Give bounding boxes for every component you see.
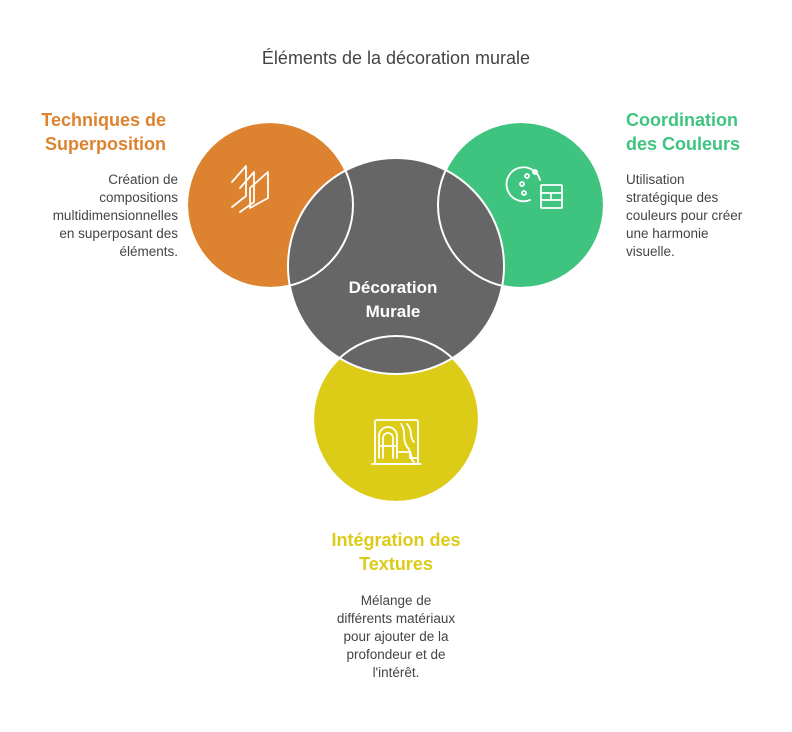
couleurs-overlap-outline	[437, 121, 605, 289]
superposition-overlap-outline	[186, 121, 354, 289]
description-line: Utilisation	[626, 172, 685, 187]
description-line: stratégique des	[626, 190, 719, 205]
description-line: compositions	[99, 190, 178, 205]
couleurs-heading: Coordination des Couleurs	[626, 108, 786, 156]
description-line: différents matériaux	[336, 611, 456, 626]
description-line: multidimensionnelles	[52, 208, 178, 223]
center-label-line: Murale	[365, 302, 421, 321]
textures-overlap-outline	[312, 335, 480, 503]
heading-line: Techniques de	[41, 110, 166, 130]
description-line: Mélange de	[360, 593, 432, 608]
superposition-heading: Techniques de Superposition	[20, 108, 166, 156]
center-label-line: Décoration	[348, 278, 438, 297]
center-circle	[287, 157, 505, 375]
layers-icon	[231, 165, 269, 213]
textures-description: Mélange de différents matériaux pour ajo…	[306, 592, 486, 682]
center-label: Décoration Murale	[318, 276, 468, 324]
description-line: profondeur et de	[346, 647, 446, 662]
description-line: l'intérêt.	[372, 665, 420, 680]
superposition-description: Création de compositions multidimensionn…	[18, 171, 178, 261]
textures-heading: Intégration des Textures	[296, 528, 496, 576]
description-line: couleurs pour créer	[626, 208, 743, 223]
description-line: une harmonie	[626, 226, 709, 241]
description-line: en superposant des	[59, 226, 178, 241]
diagram-title: Éléments de la décoration murale	[261, 48, 531, 68]
heading-line: Textures	[359, 554, 433, 574]
couleurs-description: Utilisation stratégique des couleurs pou…	[626, 171, 786, 261]
heading-line: Superposition	[45, 134, 166, 154]
texture-panel-icon	[371, 419, 422, 465]
description-line: éléments.	[119, 244, 178, 259]
description-line: Création de	[108, 172, 178, 187]
palette-icon	[505, 166, 563, 209]
heading-line: Coordination	[626, 110, 738, 130]
description-line: visuelle.	[626, 244, 675, 259]
heading-line: Intégration des	[331, 530, 461, 550]
description-line: pour ajouter de la	[343, 629, 449, 644]
heading-line: des Couleurs	[626, 134, 741, 154]
